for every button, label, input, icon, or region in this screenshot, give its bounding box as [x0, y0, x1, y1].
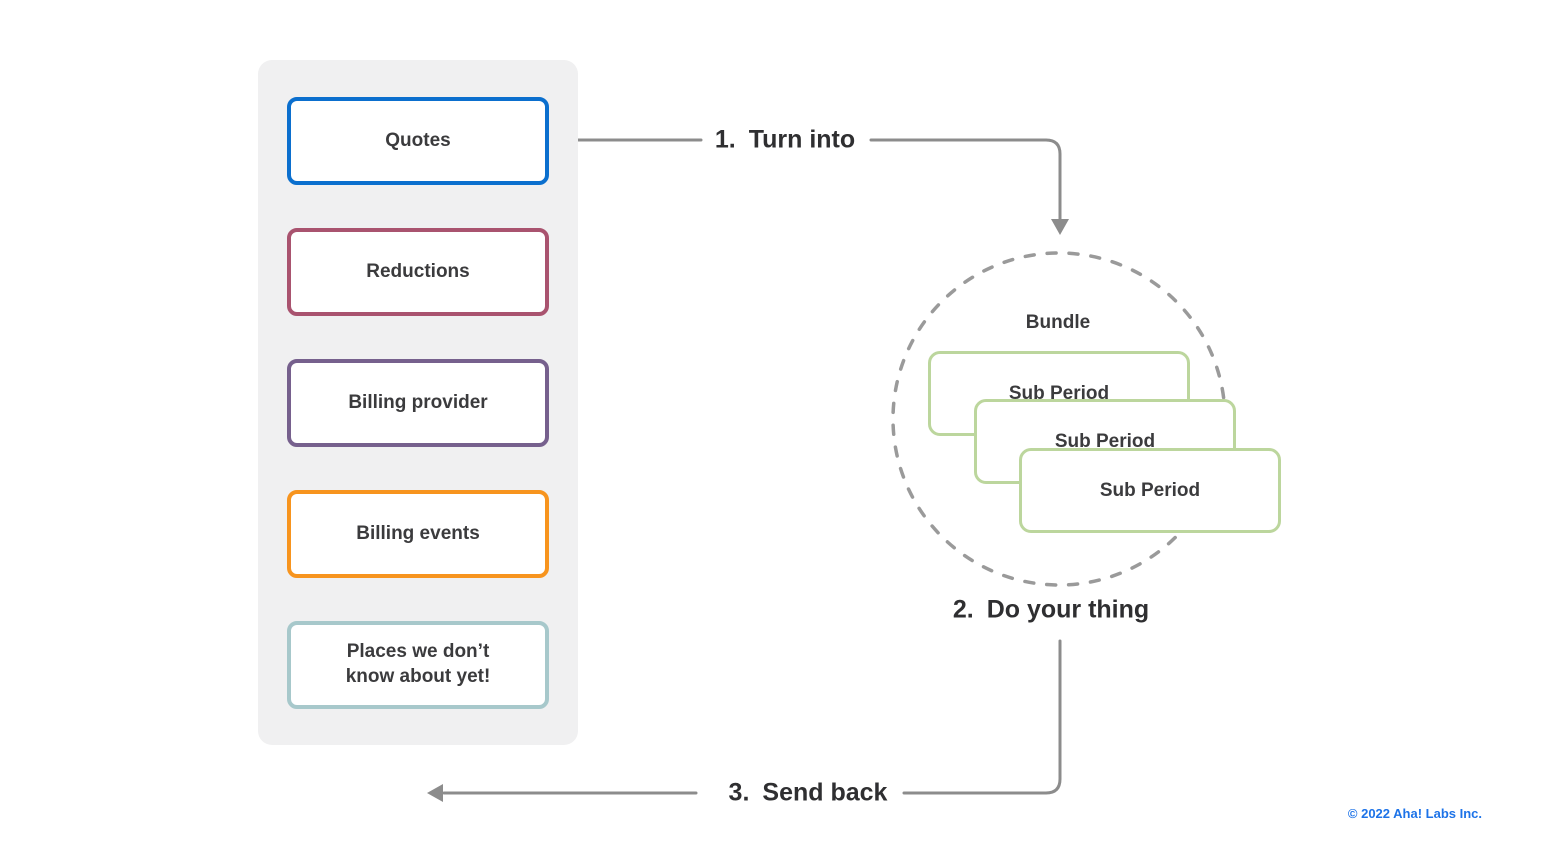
source-box-label: Reductions [366, 260, 470, 282]
step-number: 1. [714, 125, 736, 154]
source-box-2: Reductions [287, 228, 549, 316]
step-text: Turn into [748, 125, 856, 154]
step-number: 3. [728, 778, 750, 807]
arrow-send-back-segment-right [902, 639, 1062, 795]
step-number: 2. [952, 595, 974, 624]
source-box-1: Quotes [287, 97, 549, 185]
sub-period-card-2: Sub Period [974, 399, 1236, 484]
bundle-label: Bundle [1025, 312, 1091, 333]
source-box-label: Quotes [385, 129, 451, 151]
arrow-turn-into-segment-right [869, 138, 1062, 222]
source-box-label: Billing events [356, 522, 480, 544]
source-box-label: Places we don’t know about yet! [345, 641, 491, 687]
arrow-left-head-icon [427, 784, 443, 802]
sub-period-card-3: Sub Period [1019, 448, 1281, 533]
step-text: Do your thing [986, 595, 1150, 624]
step-label-do-your-thing: 2. Do your thing [953, 596, 1149, 625]
copyright-text: © 2022 Aha! Labs Inc. [1347, 806, 1482, 821]
source-box-label: Billing provider [348, 391, 488, 413]
step-label-turn-into: 1. Turn into [715, 126, 855, 155]
source-box-3: Billing provider [287, 359, 549, 447]
step-text: Send back [762, 778, 888, 807]
step-label-send-back: 3. Send back [729, 779, 888, 808]
source-box-4: Billing events [287, 490, 549, 578]
source-box-5: Places we don’t know about yet! [287, 621, 549, 709]
arrow-down-head-icon [1051, 219, 1069, 235]
